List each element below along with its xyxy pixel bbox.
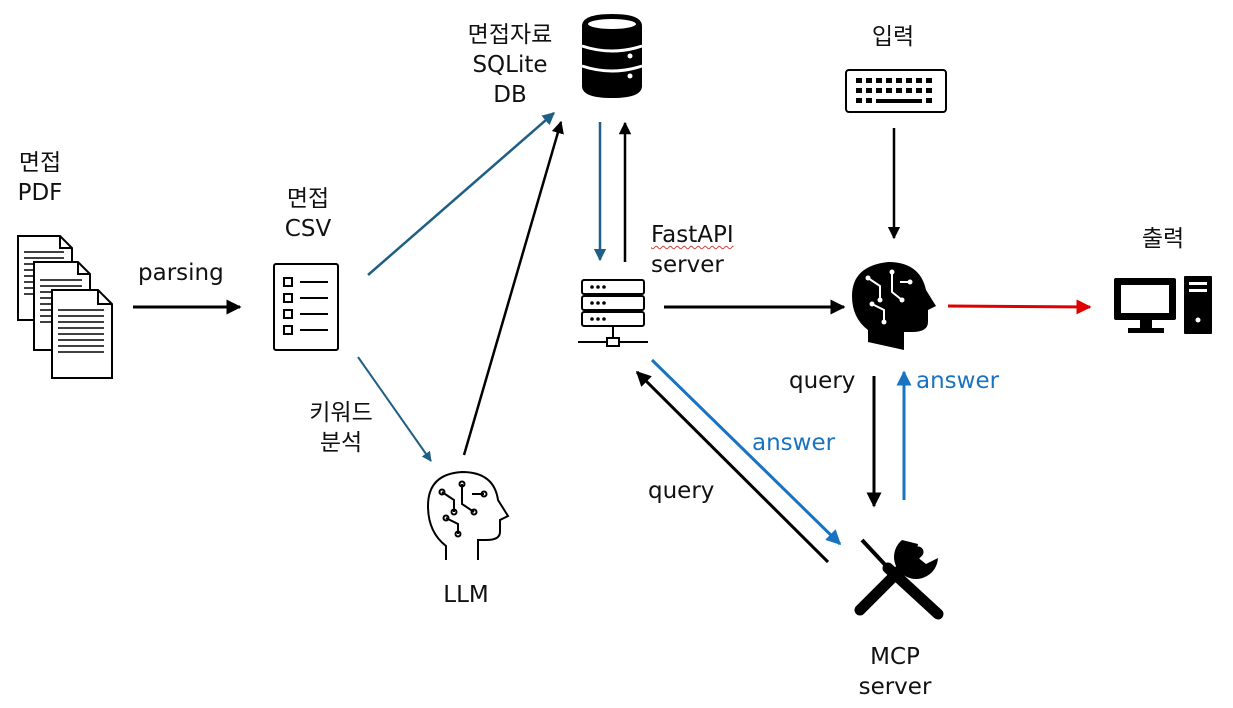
answer-label-right: answer [916, 368, 1000, 394]
pdf-label: 면접 PDF [8, 148, 72, 208]
llm-label: LLM [443, 582, 489, 608]
pdf-label-line1: 면접 [18, 150, 62, 176]
database-icon [581, 14, 643, 98]
fastapi-label-line2: server [651, 252, 724, 278]
output-label: 출력 [1141, 226, 1185, 252]
edge-csv-to-llm [357, 356, 432, 462]
db-label-line1: 면접자료 [467, 22, 553, 48]
llm-head-icon [426, 470, 510, 560]
answer-label-diagonal: answer [752, 430, 836, 456]
keyword-analysis-line2: 분석 [319, 430, 363, 456]
edge-llm-to-db [462, 120, 564, 456]
parsing-label: parsing [138, 260, 224, 286]
edge-fastapi-to-mcp [650, 358, 842, 546]
ai-head-icon [852, 262, 936, 350]
edge-csv-to-db [367, 112, 555, 276]
keyboard-icon [845, 69, 947, 113]
csv-label-line1: 면접 [286, 186, 330, 212]
tools-icon [854, 538, 944, 620]
keyword-analysis-line1: 키워드 [309, 400, 373, 426]
query-label-diagonal: query [648, 478, 715, 504]
query-label-right: query [789, 368, 856, 394]
edge-head-to-computer [947, 299, 1092, 315]
csv-label-line2: CSV [284, 216, 332, 242]
edges [133, 112, 1092, 564]
keyword-analysis-label: 키워드 분석 [302, 398, 380, 458]
csv-checklist-icon [273, 263, 339, 351]
input-label: 입력 [871, 24, 915, 50]
mcp-label: MCP server [850, 642, 940, 702]
fastapi-label-line1: FastAPI [651, 222, 734, 248]
server-icon [578, 279, 648, 347]
pdf-label-line2: PDF [17, 180, 63, 206]
pdf-documents-icon [17, 235, 113, 379]
fastapi-label: FastAPI server [651, 220, 734, 280]
mcp-label-line1: MCP [870, 644, 920, 670]
db-label: 면접자료 SQLite DB [448, 20, 572, 110]
edge-mcp-to-fastapi [635, 370, 830, 564]
db-label-line3: DB [493, 82, 527, 108]
mcp-label-line2: server [858, 674, 932, 700]
csv-label: 면접 CSV [276, 184, 340, 244]
db-label-line2: SQLite [472, 52, 548, 78]
computer-icon [1114, 276, 1212, 334]
